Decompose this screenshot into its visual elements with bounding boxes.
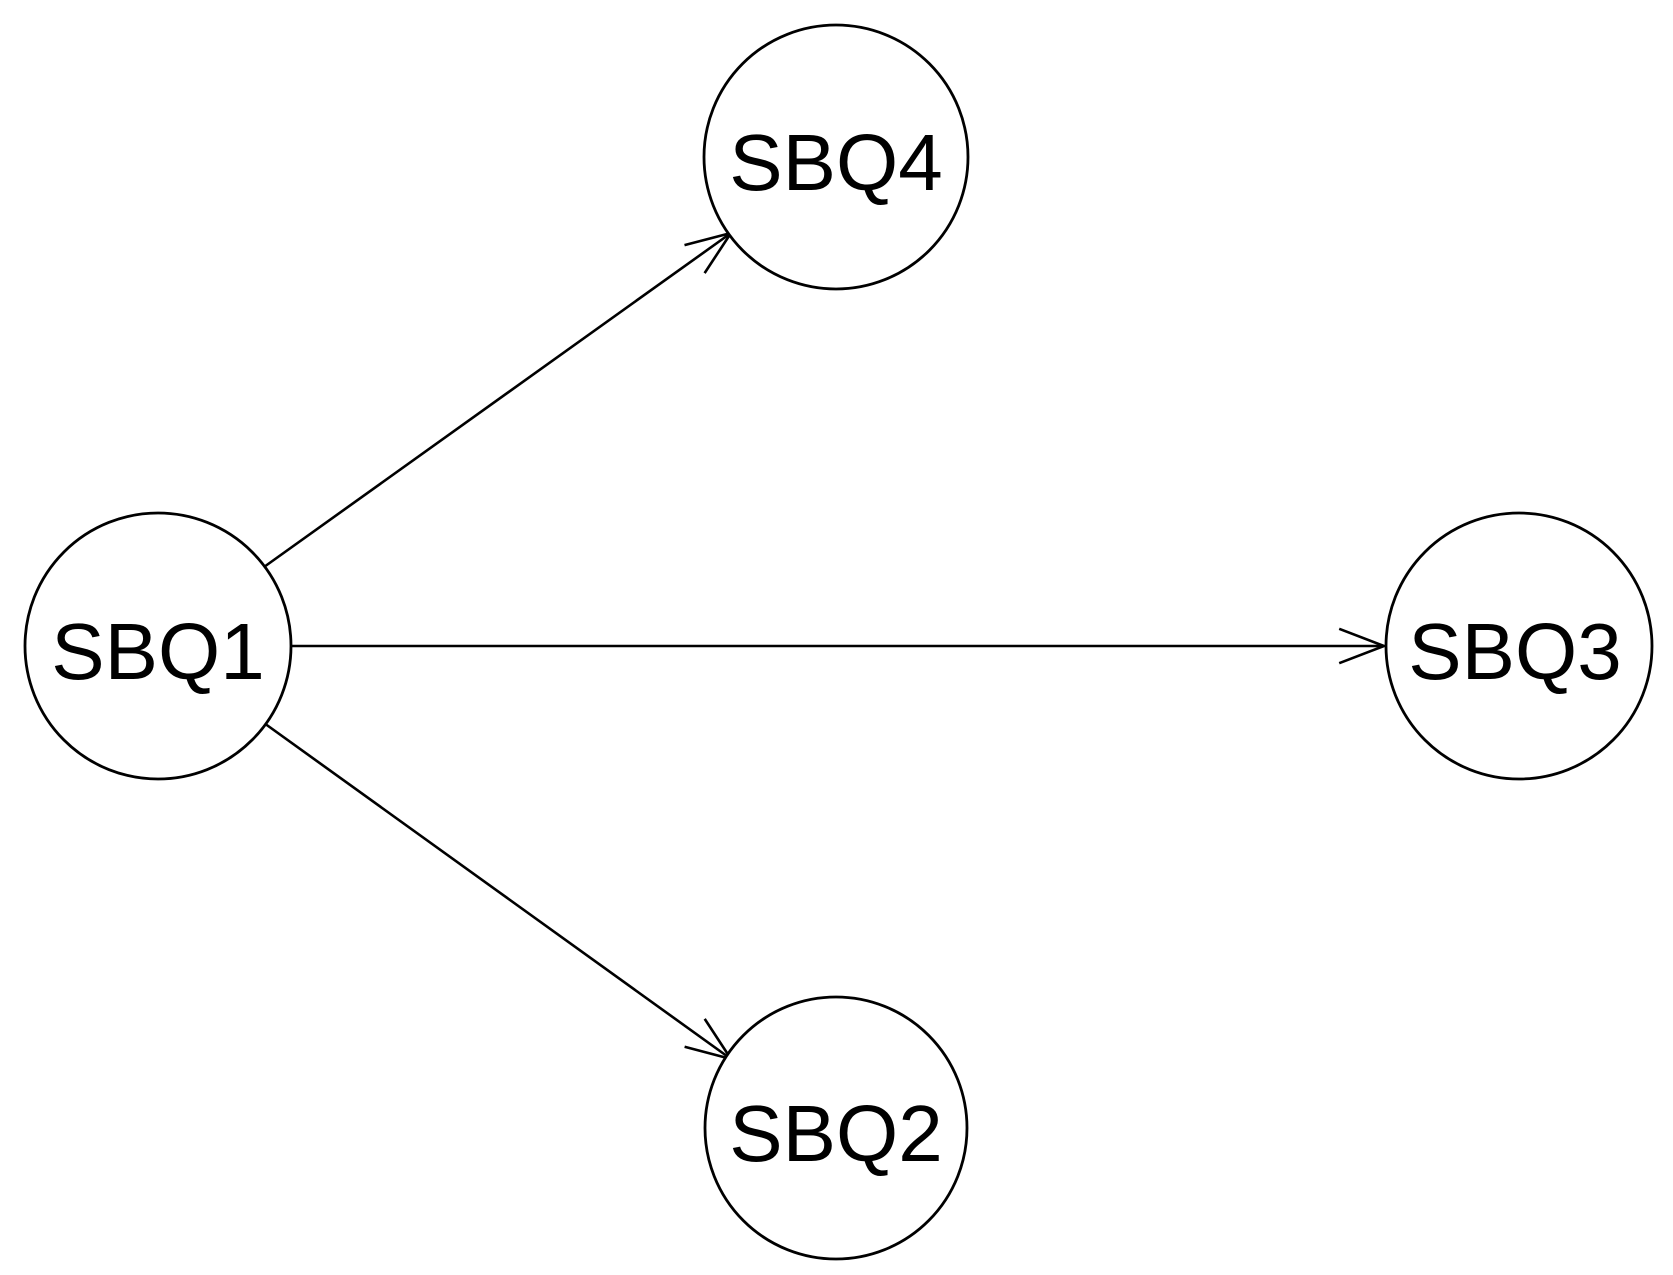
edge-sbq1-to-sbq2 [263,721,734,1062]
node-sbq1-circle [23,511,293,781]
node-sbq4: SBQ4 [702,23,970,291]
edge-line [263,231,732,569]
node-sbq2: SBQ2 [703,995,969,1261]
edge-sbq1-to-sbq3 [291,627,1388,665]
edge-line [263,721,732,1061]
node-sbq3-label: SBQ3 [1408,607,1621,696]
node-sbq1: SBQ1 [23,511,293,781]
node-sbq3-circle [1384,511,1654,781]
node-sbq4-circle [702,23,970,291]
edge-sbq1-to-sbq4 [263,230,734,569]
node-sbq2-label: SBQ2 [729,1089,942,1178]
node-sbq4-label: SBQ4 [729,118,942,207]
arrowhead-icon [1338,627,1388,665]
node-sbq3: SBQ3 [1384,511,1654,781]
node-sbq1-label: SBQ1 [51,607,264,696]
node-sbq2-circle [703,995,969,1261]
